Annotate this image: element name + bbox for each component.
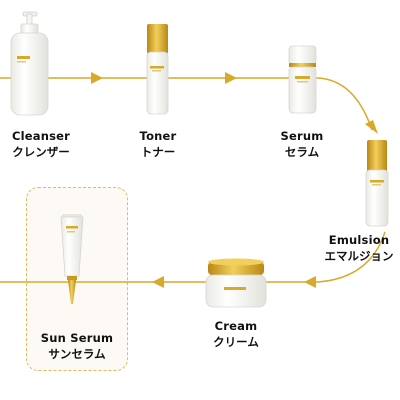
cream-jar-image (205, 258, 267, 308)
step-cream-en-label: Cream (214, 319, 258, 333)
emulsion-bottle-image (365, 140, 389, 227)
serum-bottle-image (288, 45, 317, 114)
flow-curve-lower-right (317, 231, 386, 283)
step-serum-en-label: Serum (280, 129, 324, 143)
step-emulsion-en-label: Emulsion (328, 233, 390, 247)
step-serum: Serum セラム (272, 128, 332, 160)
arrow-icon-emulsion-to-cream (304, 276, 316, 288)
arrow-icon-toner-to-serum (225, 72, 237, 84)
step-cleanser-en-label: Cleanser (11, 129, 71, 143)
step-sun-serum-en-label: Sun Serum (40, 331, 114, 345)
step-serum-jp-label: セラム (284, 145, 320, 159)
step-toner-jp-label: トナー (140, 145, 176, 159)
step-emulsion-jp-label: エマルジョン (324, 249, 394, 263)
step-sun-serum-jp-label: サンセラム (48, 347, 106, 361)
step-toner: Toner トナー (128, 128, 188, 160)
step-cream-jp-label: クリーム (213, 335, 259, 349)
flow-curve-right (317, 77, 373, 131)
cleanser-bottle-image (10, 11, 49, 116)
step-cleanser-jp-label: クレンザー (12, 145, 70, 159)
step-sun-serum: Sun Serum サンセラム (26, 330, 128, 362)
sun-serum-tube-image (60, 214, 84, 304)
step-emulsion: Emulsion エマルジョン (318, 232, 400, 264)
arrow-icon-serum-to-emulsion (365, 120, 378, 134)
toner-bottle-image (146, 24, 169, 115)
arrow-icon-cream-to-sun-serum (152, 276, 164, 288)
step-toner-en-label: Toner (139, 129, 177, 143)
arrow-icon-cleanser-to-toner (91, 72, 103, 84)
step-cream: Cream クリーム (200, 318, 272, 350)
step-cleanser: Cleanser クレンザー (0, 128, 82, 160)
